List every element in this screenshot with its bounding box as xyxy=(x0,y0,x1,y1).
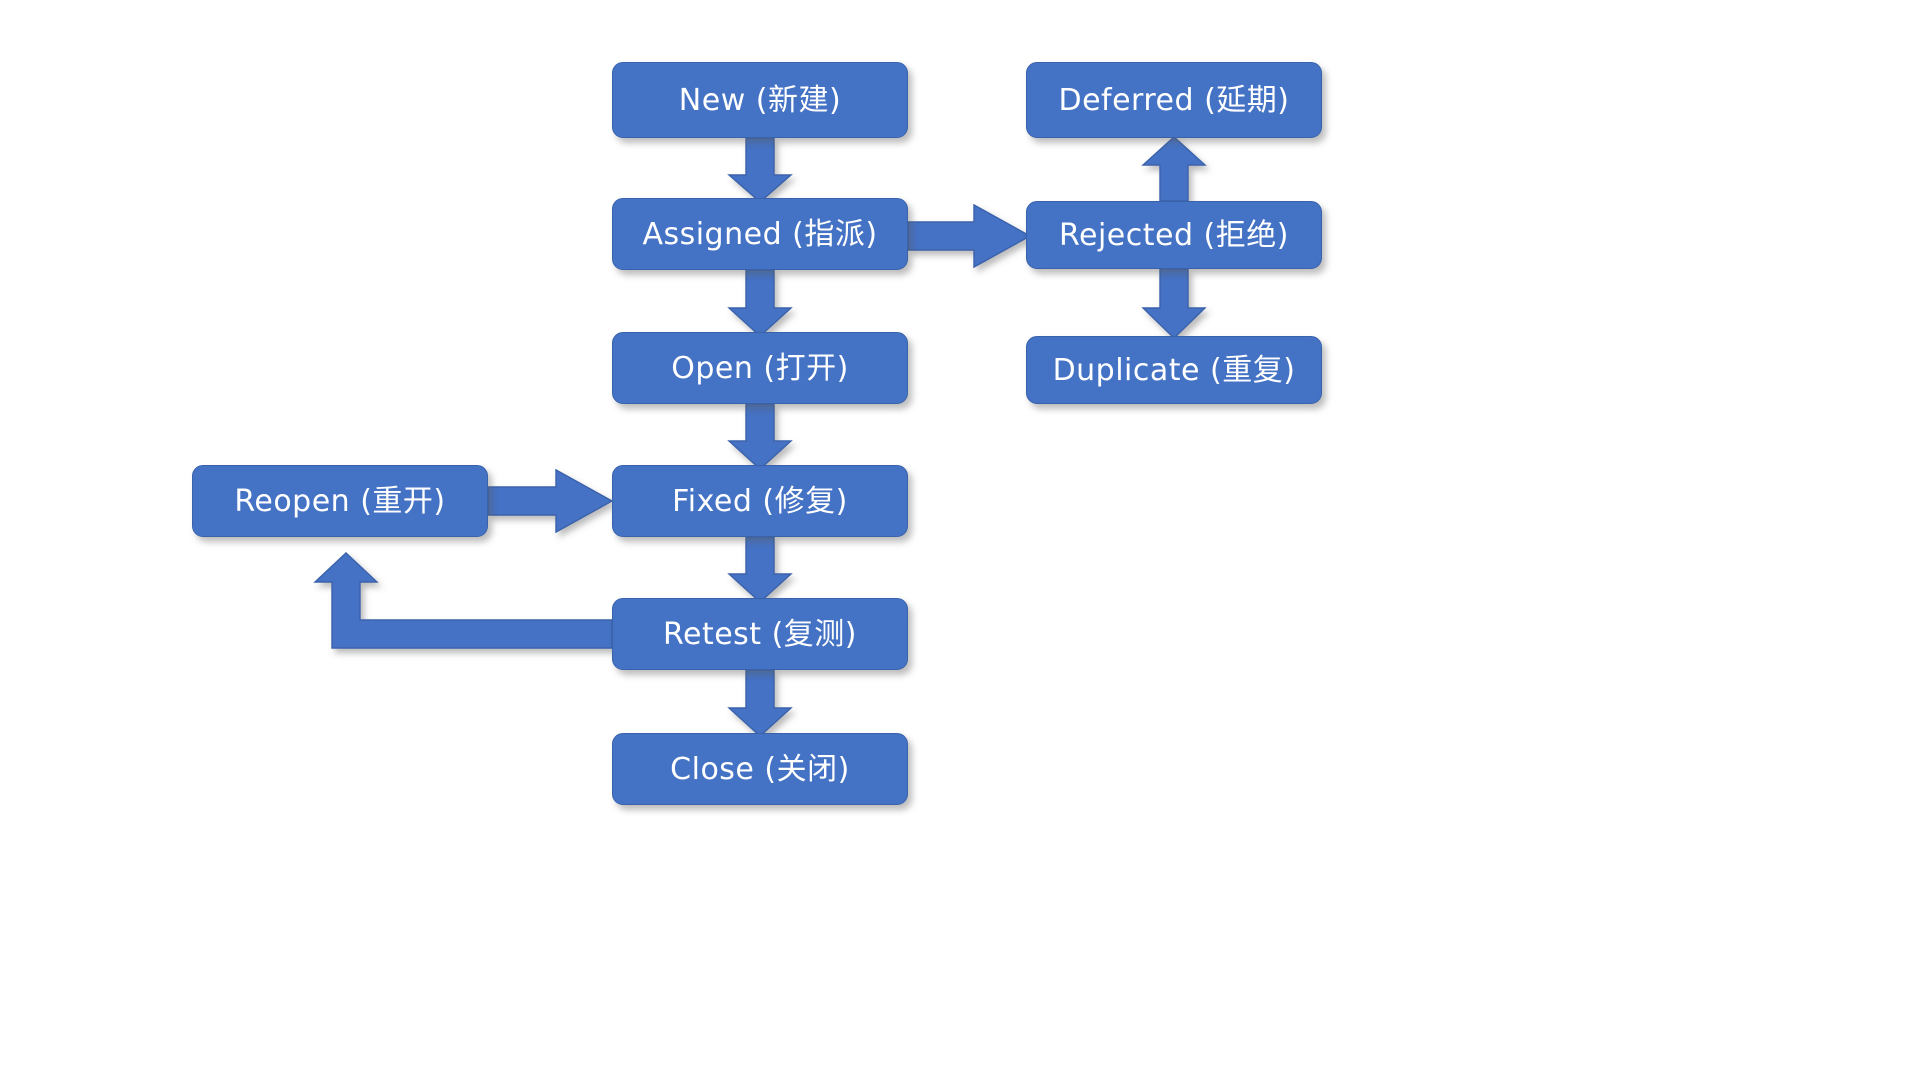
node-reopen-label: Reopen (重开) xyxy=(234,483,446,519)
node-deferred-label: Deferred (延期) xyxy=(1058,82,1290,118)
edge-fixed-to-retest xyxy=(727,536,793,603)
edge-reopen-to-fixed xyxy=(487,468,614,534)
node-rejected-label: Rejected (拒绝) xyxy=(1059,217,1289,253)
edge-new-to-assigned xyxy=(727,137,793,203)
node-reopen[interactable]: Reopen (重开) xyxy=(192,465,488,537)
node-fixed-label: Fixed (修复) xyxy=(672,483,848,519)
edge-open-to-fixed xyxy=(727,403,793,470)
node-open-label: Open (打开) xyxy=(671,350,849,386)
edge-retest-to-reopen xyxy=(313,552,613,649)
node-assigned[interactable]: Assigned (指派) xyxy=(612,198,908,270)
edge-rejected-to-duplicate xyxy=(1141,268,1207,339)
node-retest-label: Retest (复测) xyxy=(662,616,857,652)
node-duplicate[interactable]: Duplicate (重复) xyxy=(1026,336,1322,404)
node-new-label: New (新建) xyxy=(678,82,842,118)
node-retest[interactable]: Retest (复测) xyxy=(612,598,908,670)
node-duplicate-label: Duplicate (重复) xyxy=(1052,352,1296,388)
edge-retest-to-close xyxy=(727,669,793,737)
node-fixed[interactable]: Fixed (修复) xyxy=(612,465,908,537)
node-new[interactable]: New (新建) xyxy=(612,62,908,138)
edge-rejected-to-deferred xyxy=(1141,136,1207,202)
node-open[interactable]: Open (打开) xyxy=(612,332,908,404)
node-close-label: Close (关闭) xyxy=(670,751,850,787)
node-deferred[interactable]: Deferred (延期) xyxy=(1026,62,1322,138)
edge-assigned-to-open xyxy=(727,269,793,337)
node-close[interactable]: Close (关闭) xyxy=(612,733,908,805)
node-assigned-label: Assigned (指派) xyxy=(642,216,878,252)
node-rejected[interactable]: Rejected (拒绝) xyxy=(1026,201,1322,269)
edge-assigned-to-rejected xyxy=(907,203,1032,269)
